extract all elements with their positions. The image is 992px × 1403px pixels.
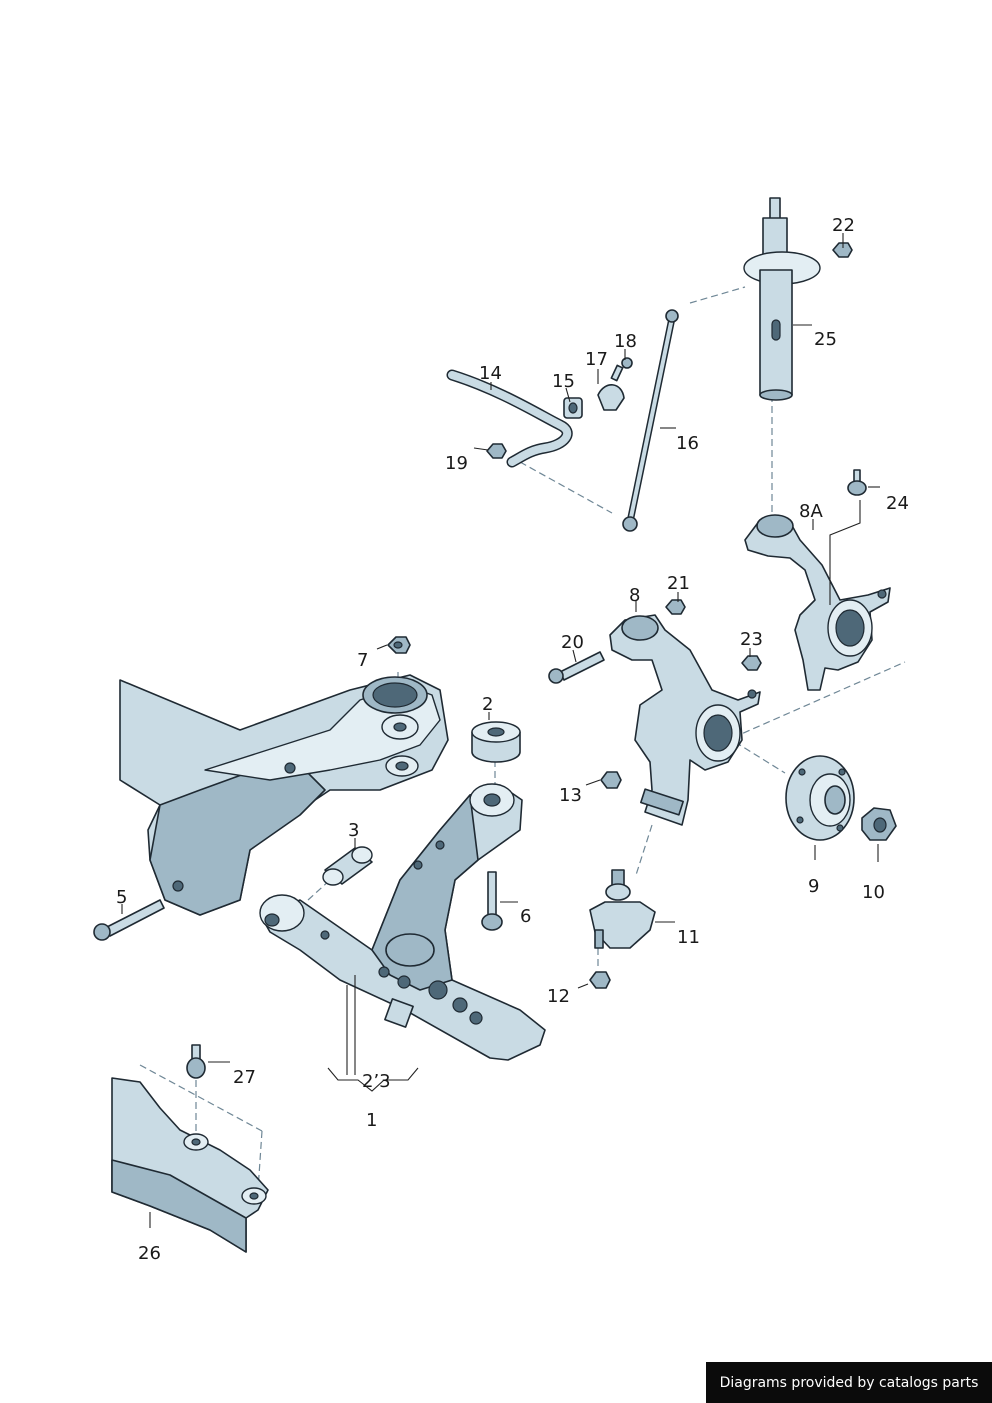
bolt-24 (847, 469, 867, 496)
callout-23: 23 (740, 629, 763, 650)
hub-nut (861, 807, 897, 841)
sleeve (322, 846, 373, 886)
callout-8: 8 (629, 585, 640, 606)
nut-7 (387, 636, 411, 654)
callout-7: 7 (357, 650, 368, 671)
callout-5: 5 (116, 887, 127, 908)
callout-13: 13 (559, 785, 582, 806)
steering-knuckle (609, 614, 761, 826)
lower-control-arm (259, 783, 546, 1061)
nut-22 (832, 242, 853, 258)
bolt-27 (186, 1044, 206, 1079)
callout-25: 25 (814, 329, 837, 350)
nut-23 (741, 655, 762, 671)
shock-absorber (743, 197, 821, 401)
nut-21 (665, 599, 686, 615)
callout-26: 26 (138, 1243, 161, 1264)
callout-14: 14 (479, 363, 502, 384)
rubber-bush (471, 721, 521, 763)
ball-joint (589, 869, 656, 949)
bolt-6 (481, 871, 503, 931)
callout-20: 20 (561, 632, 584, 653)
nut-13 (600, 771, 622, 789)
bolt-18 (610, 357, 633, 382)
callout-12: 12 (547, 986, 570, 1007)
nut-12 (589, 971, 611, 989)
bolt-5 (93, 899, 165, 941)
steering-knuckle-alt (744, 514, 891, 691)
wheel-hub (785, 755, 855, 841)
callout-1: 1 (366, 1110, 377, 1131)
callout-19: 19 (445, 453, 468, 474)
stabilizer-bush (563, 397, 583, 419)
leader-lines (121, 233, 880, 1228)
callout-27: 27 (233, 1067, 256, 1088)
coupling-rod (622, 309, 679, 532)
callout-17: 17 (585, 349, 608, 370)
callout-21: 21 (667, 573, 690, 594)
credit-text: Diagrams provided by catalogs parts (719, 1374, 979, 1391)
callout-22: 22 (832, 215, 855, 236)
callout-2: 2 (482, 694, 493, 715)
underbody-panel (111, 1077, 269, 1253)
callout-11: 11 (677, 927, 700, 948)
callout-15: 15 (552, 371, 575, 392)
callout-9: 9 (808, 876, 819, 897)
stabilizer-bar (446, 369, 573, 468)
callout-3: 3 (348, 820, 359, 841)
callout-2-3: 2’3 (362, 1071, 391, 1092)
callout-6: 6 (520, 906, 531, 927)
credit-banner[interactable]: Diagrams provided by catalogs parts (706, 1362, 992, 1403)
callout-18: 18 (614, 331, 637, 352)
clamp (597, 384, 625, 411)
callout-8a: 8A (799, 501, 823, 522)
callout-labels: 22 25 18 17 15 14 16 19 24 8A 21 8 20 23… (116, 215, 909, 1264)
callout-16: 16 (676, 433, 699, 454)
callout-10: 10 (862, 882, 885, 903)
subframe (119, 674, 449, 916)
nut-19 (486, 443, 507, 459)
bolt-20 (548, 651, 605, 684)
callout-24: 24 (886, 493, 909, 514)
